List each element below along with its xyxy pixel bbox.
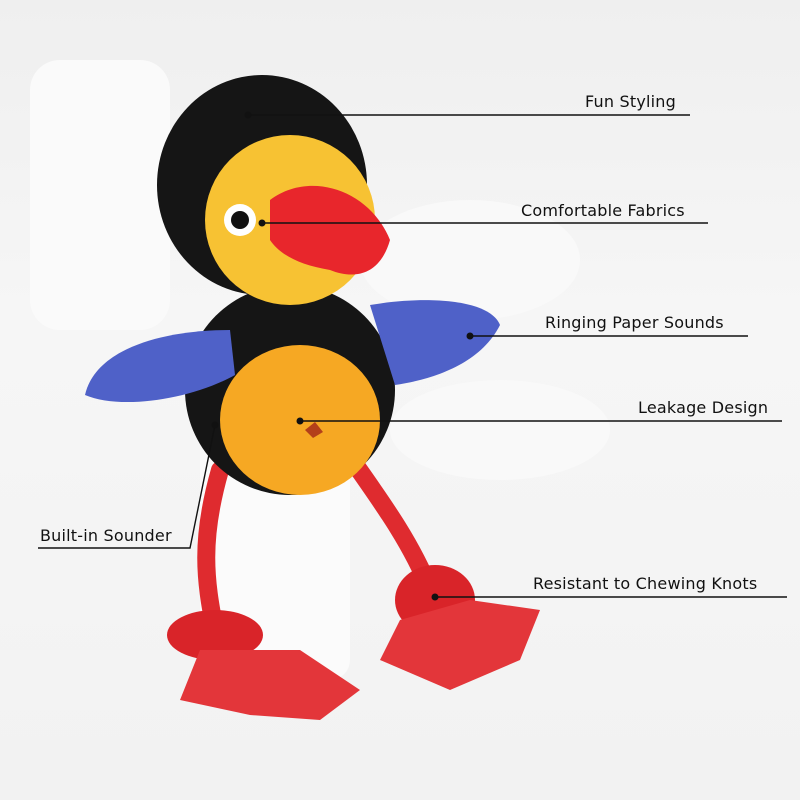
wing-left [85,330,235,403]
label-built-in-sounder: Built-in Sounder [40,526,172,545]
rope-fringe-right [380,600,540,690]
background-cup [30,60,170,330]
knot-left [167,610,263,660]
eye-pupil [231,211,249,229]
rope-fringe-left [180,650,360,720]
background-dish [360,200,580,320]
wing-right [370,300,500,385]
callout-lines [38,114,787,598]
toucan-beak [270,185,390,275]
background-dish [390,380,610,480]
toucan-toy [85,75,540,720]
leak-hole [305,422,323,438]
label-comfortable-fabrics: Comfortable Fabrics [521,201,685,220]
callout-dots [211,111,474,601]
label-leakage-design: Leakage Design [638,398,769,417]
label-ringing-paper-sounds: Ringing Paper Sounds [545,313,724,332]
label-fun-styling: Fun Styling [585,92,676,111]
label-resistant-knots: Resistant to Chewing Knots [533,574,758,593]
